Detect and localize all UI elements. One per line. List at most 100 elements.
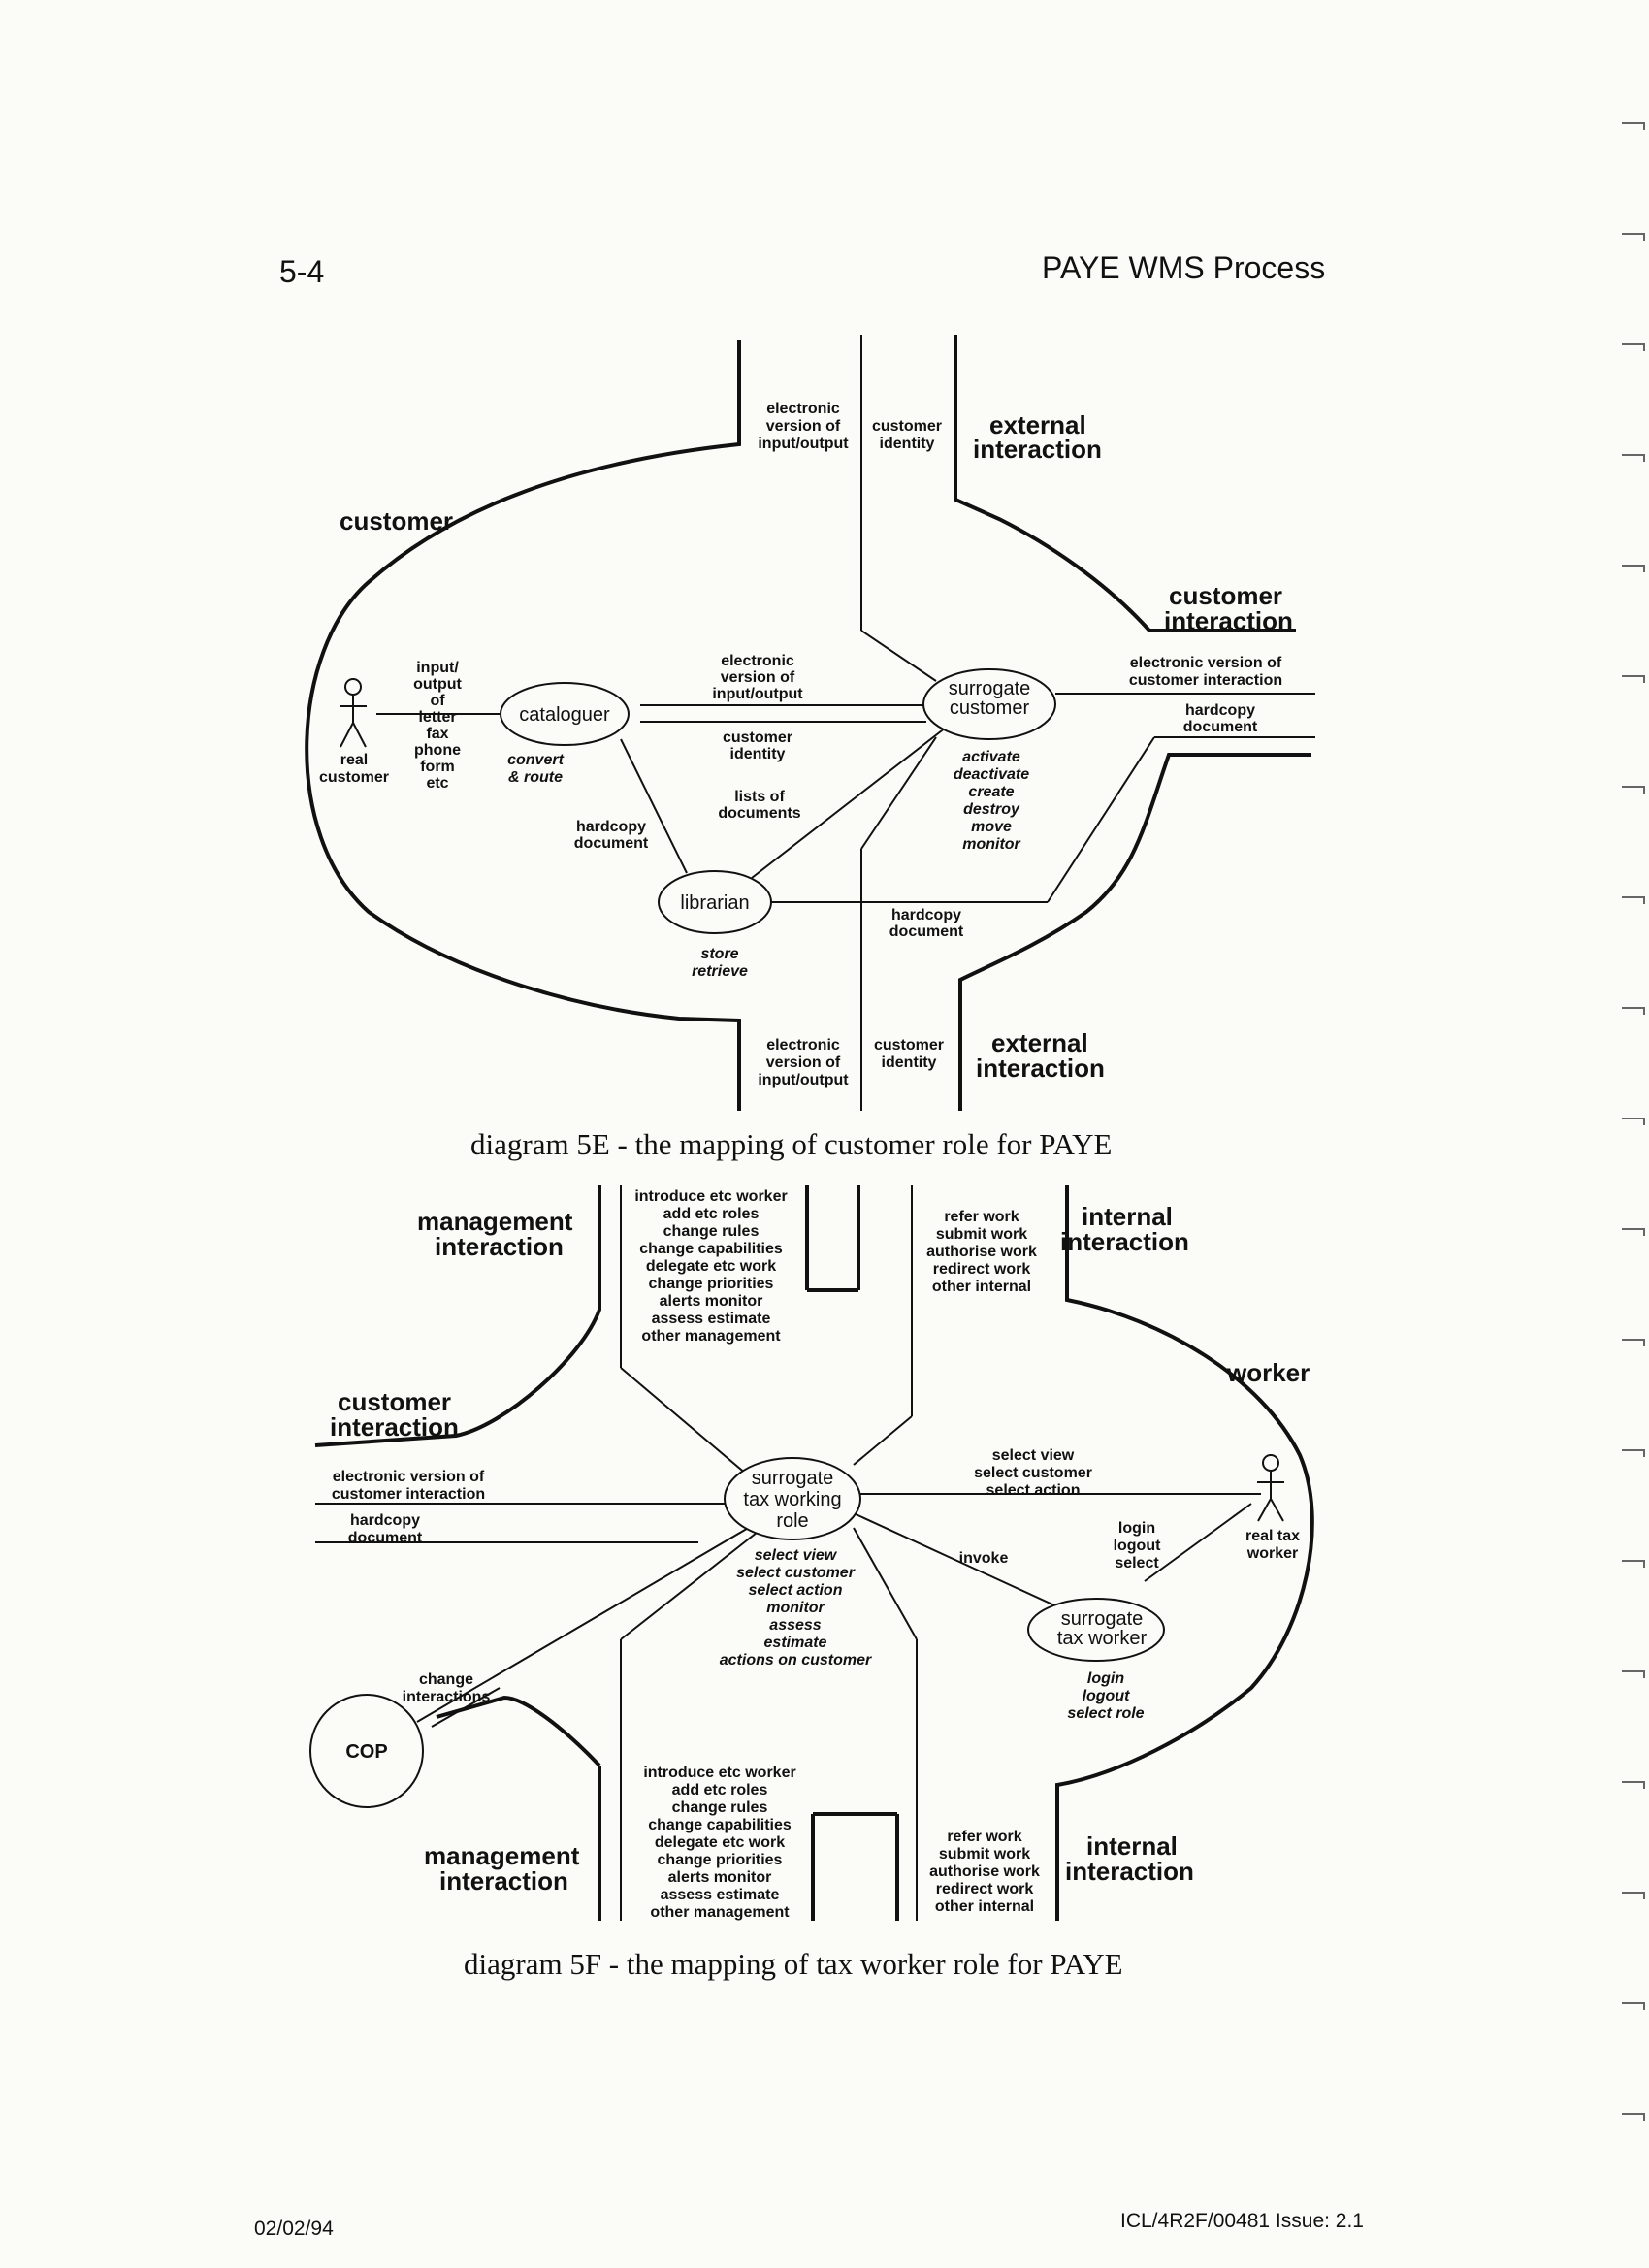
label-diagram-5f-surrogate-worker-1: tax worker [1057, 1628, 1148, 1649]
surrogate-tax-worker-node [1027, 1598, 1165, 1662]
label-diagram-5f-mgmt-list-top-8: other management [641, 1328, 781, 1345]
label-diagram-5f-surrogate-role-2: role [776, 1510, 808, 1532]
label-diagram-5f-mgmt-list-top-4: delegate etc work [646, 1258, 776, 1275]
label-diagram-5f-internal-list-bottom-3: redirect work [936, 1881, 1034, 1897]
cop-node [309, 1694, 424, 1808]
label-diagram-5f-left-hardcopy-1: document [348, 1530, 423, 1546]
page-number: 5-4 [279, 254, 325, 289]
label-diagram-5f-region-worker: worker [1226, 1358, 1310, 1387]
label-diagram-5f-surrogate-role-0: surrogate [752, 1468, 834, 1489]
label-diagram-5f-surrogate-role-1: tax working [743, 1489, 841, 1510]
label-diagram-5e-input-label-4: fax [426, 726, 448, 742]
label-diagram-5e-cust-interaction-1: interaction [1164, 606, 1293, 635]
footer-reference: ICL/4R2F/00481 Issue: 2.1 [1120, 2210, 1364, 2232]
label-diagram-5f-mgmt-list-top-6: alerts monitor [660, 1293, 763, 1310]
label-diagram-5f-cust-interaction-1: interaction [330, 1412, 459, 1442]
label-diagram-5e-flow-identity-1: identity [730, 746, 786, 762]
label-diagram-5e-ext-top-1: interaction [973, 435, 1102, 464]
label-diagram-5f-internal-list-top-1: submit work [936, 1226, 1027, 1243]
label-diagram-5e-bottom-right-flow-1: identity [882, 1054, 937, 1071]
label-diagram-5f-role-ops-1: select customer [736, 1565, 856, 1581]
label-diagram-5e-flow-electronic-0: electronic [721, 653, 794, 669]
surrogate-customer-node [922, 668, 1056, 740]
label-diagram-5e-top-right-flow-0: customer [872, 418, 942, 435]
label-diagram-5f-worker-ops-0: login [1087, 1670, 1124, 1687]
label-diagram-5e-flow-electronic-2: input/output [712, 686, 803, 702]
label-diagram-5e-cust-interaction-0: customer [1169, 581, 1282, 610]
label-diagram-5f-left-electronic-1: customer interaction [332, 1486, 485, 1503]
label-diagram-5e-actor-label-1: customer [319, 769, 389, 786]
label-diagram-5f-select-flow-0: select view [992, 1447, 1075, 1464]
label-diagram-5e-flow-lists-0: lists of [734, 789, 785, 805]
label-diagram-5f-login-flow-2: select [1115, 1555, 1159, 1571]
label-diagram-5f-internal-list-bottom-4: other internal [935, 1898, 1034, 1915]
label-diagram-5f-worker-ops-2: select role [1067, 1705, 1144, 1722]
label-diagram-5f-internal-list-top-0: refer work [944, 1209, 1018, 1225]
label-diagram-5e-top-left-flow-0: electronic [766, 401, 840, 417]
label-diagram-5f-internal-top-1: interaction [1060, 1227, 1189, 1256]
label-diagram-5f-mgmt-list-top-5: change priorities [649, 1276, 774, 1292]
label-diagram-5e-input-label-3: letter [418, 709, 456, 726]
label-diagram-5f-surrogate-worker-0: surrogate [1061, 1608, 1144, 1630]
label-diagram-5f-cop: COP [345, 1741, 387, 1763]
label-diagram-5f-mgmt-bottom-1: interaction [439, 1866, 568, 1895]
label-diagram-5f-internal-list-top-2: authorise work [926, 1244, 1037, 1260]
label-diagram-5f-role-ops-5: estimate [764, 1635, 827, 1651]
label-diagram-5e-flow-identity-0: customer [723, 729, 792, 746]
label-diagram-5e-bottom-left-flow-0: electronic [766, 1037, 840, 1053]
label-diagram-5e-right-electronic-0: electronic version of [1130, 655, 1282, 671]
label-diagram-5f-cust-interaction-0: customer [338, 1387, 451, 1416]
label-diagram-5e-surrogate-ops-5: monitor [962, 836, 1020, 853]
label-diagram-5e-top-left-flow-1: version of [766, 418, 841, 435]
librarian-node [658, 870, 772, 934]
label-diagram-5e-bottom-left-flow-1: version of [766, 1054, 841, 1071]
label-diagram-5e-input-label-0: input/ [416, 660, 459, 676]
label-diagram-5f-actor-label-1: worker [1246, 1545, 1298, 1562]
label-diagram-5f-mgmt-list-bottom-5: change priorities [658, 1852, 783, 1868]
label-diagram-5e-surrogate-0: surrogate [949, 678, 1031, 699]
label-diagram-5f-internal-list-bottom-1: submit work [939, 1846, 1030, 1863]
label-diagram-5f-internal-bottom-1: interaction [1065, 1857, 1194, 1886]
label-diagram-5e-surrogate-1: customer [950, 697, 1030, 719]
label-diagram-5f-mgmt-list-bottom-1: add etc roles [672, 1782, 768, 1798]
label-diagram-5e-surrogate-ops-4: move [971, 819, 1012, 835]
diagram-5e: customer external interaction customer i… [305, 335, 1315, 1111]
label-diagram-5f-worker-ops-1: logout [1083, 1688, 1131, 1704]
label-diagram-5e-surrogate-ops-2: create [968, 784, 1014, 800]
surrogate-tax-working-role-node [724, 1457, 861, 1540]
label-diagram-5e-right-hardcopy-1: document [1183, 719, 1258, 735]
label-diagram-5f-mgmt-top-0: management [417, 1207, 573, 1236]
region-customer: customer [340, 506, 453, 535]
label-diagram-5f-mgmt-list-bottom-7: assess estimate [661, 1887, 780, 1903]
label-diagram-5f-mgmt-bottom-0: management [424, 1841, 580, 1870]
label-diagram-5e-cataloguer-ops-0: convert [507, 752, 564, 768]
caption-5e: diagram 5E - the mapping of customer rol… [470, 1127, 1113, 1161]
label-diagram-5f-internal-list-bottom-2: authorise work [929, 1863, 1040, 1880]
label-diagram-5e-bottom-left-flow-2: input/output [758, 1072, 849, 1088]
label-diagram-5f-mgmt-list-top-1: add etc roles [663, 1206, 760, 1222]
label-diagram-5e-right-electronic-1: customer interaction [1129, 672, 1282, 689]
label-diagram-5e-bottom-right-flow-0: customer [874, 1037, 944, 1053]
label-diagram-5f-internal-bottom-0: internal [1086, 1831, 1178, 1861]
label-diagram-5f-role-ops-6: actions on customer [720, 1652, 872, 1669]
label-diagram-5e-top-right-flow-1: identity [880, 436, 935, 452]
label-diagram-5e-surrogate-ops-1: deactivate [954, 766, 1029, 783]
page-title: PAYE WMS Process [1042, 250, 1326, 285]
label-diagram-5e-flow-electronic-1: version of [721, 669, 795, 686]
real-tax-worker-actor [1257, 1454, 1284, 1522]
label-diagram-5f-internal-top-0: internal [1082, 1202, 1173, 1231]
label-diagram-5f-actor-label-0: real tax [1245, 1528, 1300, 1544]
label-diagram-5e-top-left-flow-2: input/output [758, 436, 849, 452]
label-diagram-5f-change-flow-1: interactions [403, 1689, 491, 1705]
label-diagram-5e-surrogate-ops-0: activate [962, 749, 1020, 765]
label-diagram-5e-librarian: librarian [680, 892, 749, 914]
label-diagram-5e-actor-label-0: real [340, 752, 368, 768]
label-diagram-5f-mgmt-list-top-2: change rules [663, 1223, 760, 1240]
label-diagram-5e-flow-lists-1: documents [718, 805, 800, 822]
label-diagram-5e-cataloguer-ops-1: & route [508, 769, 563, 786]
label-diagram-5f-internal-list-top-4: other internal [932, 1279, 1031, 1295]
label-diagram-5e-flow-hardcopy-bottom-1: document [889, 923, 964, 940]
label-diagram-5f-left-hardcopy-0: hardcopy [350, 1512, 420, 1529]
label-diagram-5e-surrogate-ops-3: destroy [963, 801, 1020, 818]
caption-5f: diagram 5F - the mapping of tax worker r… [464, 1947, 1123, 1981]
